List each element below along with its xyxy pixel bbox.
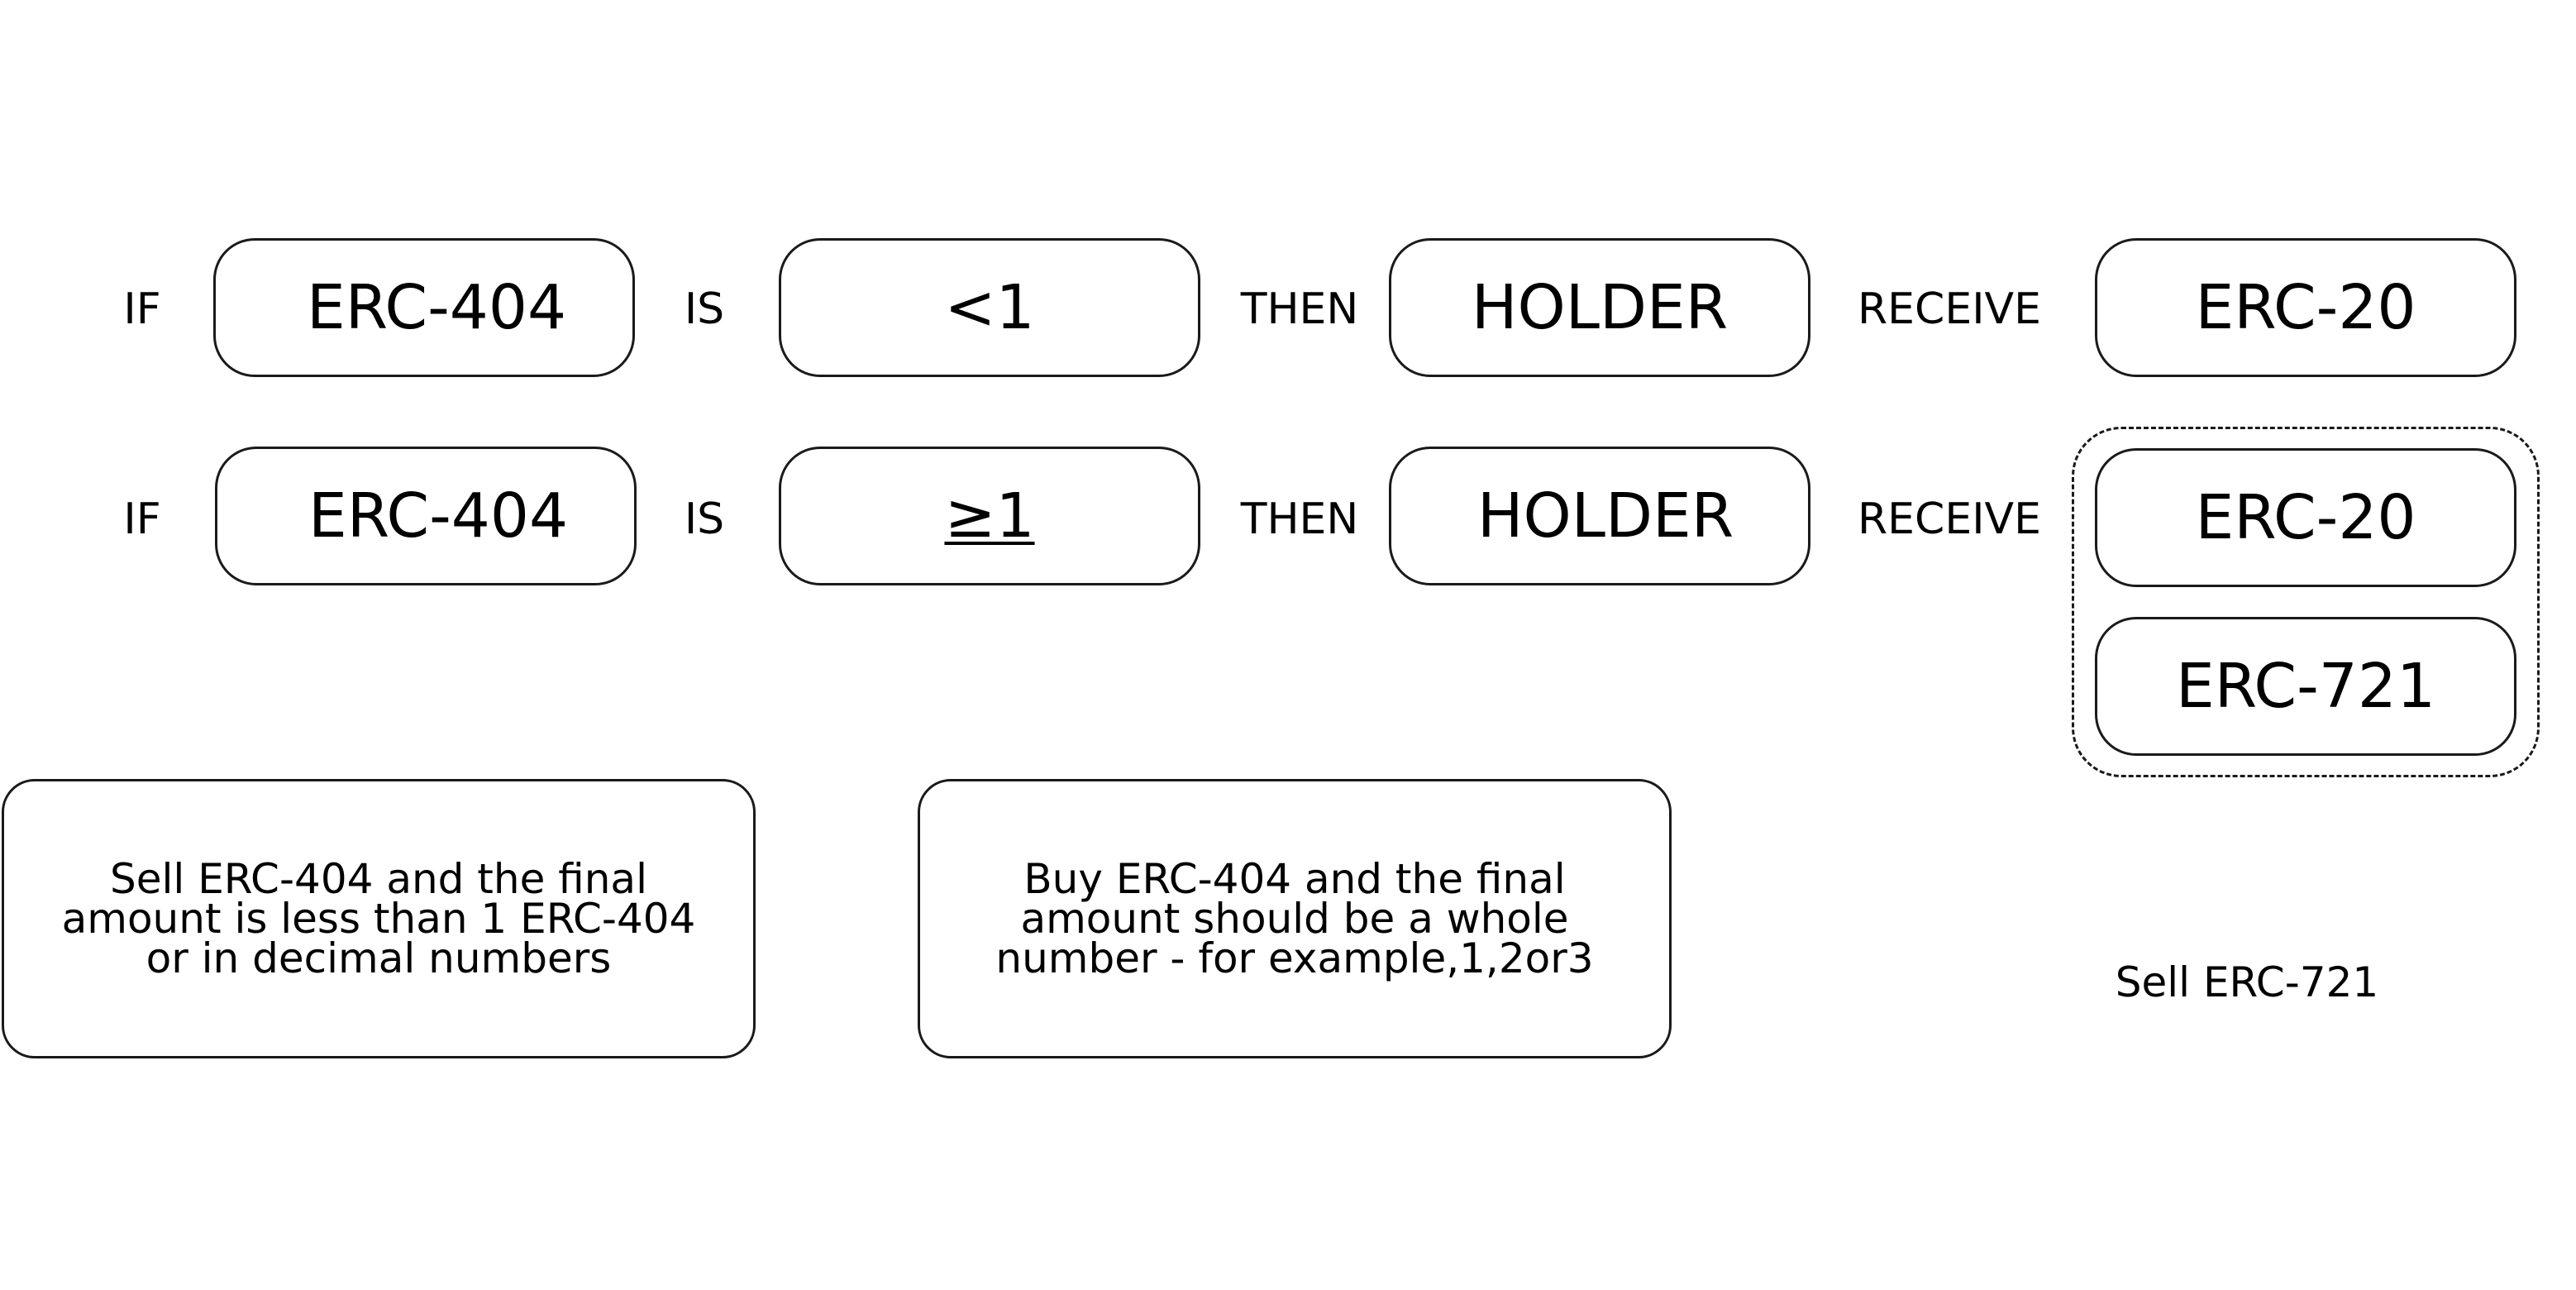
row1-actor-box: HOLDER (1389, 238, 1810, 377)
row1-token-box: ERC-404 (213, 238, 635, 377)
row2-outcome-text-2: ERC-721 (2175, 651, 2436, 722)
row2-outcome-box-2: ERC-721 (2095, 617, 2516, 756)
row2-condition-text: ≥1 (944, 480, 1035, 552)
row2-is-label: IS (684, 494, 725, 544)
note-buy-erc404-text: Buy ERC-404 and the final amount should … (995, 855, 1594, 982)
note-sell-erc404-text: Sell ERC-404 and the final amount is les… (61, 855, 696, 982)
row1-condition-box: <1 (779, 238, 1200, 377)
row2-actor-text: HOLDER (1476, 480, 1734, 552)
note-buy-erc404: Buy ERC-404 and the final amount should … (918, 779, 1672, 1058)
row1-outcome-text: ERC-20 (2195, 272, 2416, 343)
row1-actor-text: HOLDER (1471, 272, 1729, 343)
row1-token-text: ERC-404 (306, 272, 567, 343)
row2-outcome-group (2072, 427, 2540, 777)
row2-if-label: IF (123, 494, 161, 544)
row1-if-label: IF (123, 284, 161, 334)
row2-outcome-text-1: ERC-20 (2195, 482, 2416, 553)
note-sell-erc404: Sell ERC-404 and the final amount is les… (2, 779, 756, 1058)
row1-outcome-box: ERC-20 (2095, 238, 2516, 377)
row2-token-box: ERC-404 (215, 447, 637, 585)
row2-actor-box: HOLDER (1389, 447, 1810, 585)
row1-is-label: IS (684, 284, 725, 334)
row2-condition-box: ≥1 (779, 447, 1200, 585)
row1-receive-label: RECEIVE (1858, 284, 2041, 334)
row2-receive-label: RECEIVE (1858, 494, 2041, 544)
row2-outcome-box-1: ERC-20 (2095, 448, 2516, 587)
row2-token-text: ERC-404 (308, 480, 569, 552)
row2-then-label: THEN (1240, 494, 1359, 544)
row1-then-label: THEN (1240, 284, 1359, 334)
note-sell-erc721: Sell ERC-721 (2115, 958, 2379, 1006)
row1-condition-text: <1 (944, 272, 1035, 343)
